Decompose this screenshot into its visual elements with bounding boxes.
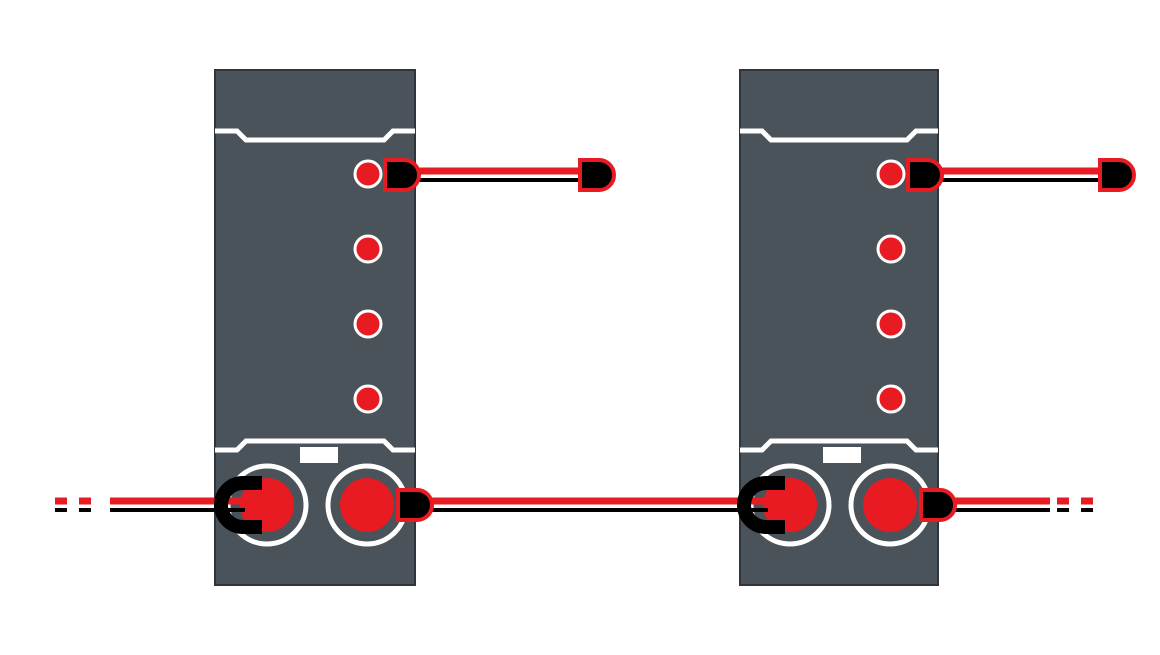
right-io-module-status-led-3 (876, 309, 906, 339)
bus-link-cable-socket-end-core[interactable] (737, 476, 785, 534)
left-io-module-status-led-3 (353, 309, 383, 339)
left-io-module-status-led-4 (353, 384, 383, 414)
right-io-module-status-led-1 (876, 159, 906, 189)
bus-outgoing-cable-plug-start[interactable] (919, 488, 957, 522)
left-io-module-status-led-2 (353, 234, 383, 264)
left-io-module-top-notch (215, 128, 415, 143)
left-io-module-status-led-1 (353, 159, 383, 189)
left-io-module-port-in-core[interactable] (240, 478, 294, 532)
right-io-module-bottom-notch (740, 438, 938, 453)
left-signal-cable-plug-end[interactable] (578, 158, 616, 192)
left-signal-cable-plug-start[interactable] (383, 158, 421, 192)
right-io-module-port-out-core[interactable] (863, 478, 917, 532)
bus-link-cable-plug-start[interactable] (396, 488, 434, 522)
right-io-module-top-notch (740, 128, 938, 143)
right-io-module-name-plate (823, 447, 861, 463)
bus-incoming-cable-socket-end-core[interactable] (214, 476, 262, 534)
right-signal-cable-plug-start[interactable] (906, 158, 944, 192)
left-io-module-name-plate (300, 447, 338, 463)
right-io-module-port-in-core[interactable] (763, 478, 817, 532)
left-io-module-port-out-core[interactable] (340, 478, 394, 532)
right-io-module-status-led-2 (876, 234, 906, 264)
right-signal-cable-plug-end[interactable] (1098, 158, 1136, 192)
left-io-module-bottom-notch (215, 438, 415, 453)
right-io-module-status-led-4 (876, 384, 906, 414)
